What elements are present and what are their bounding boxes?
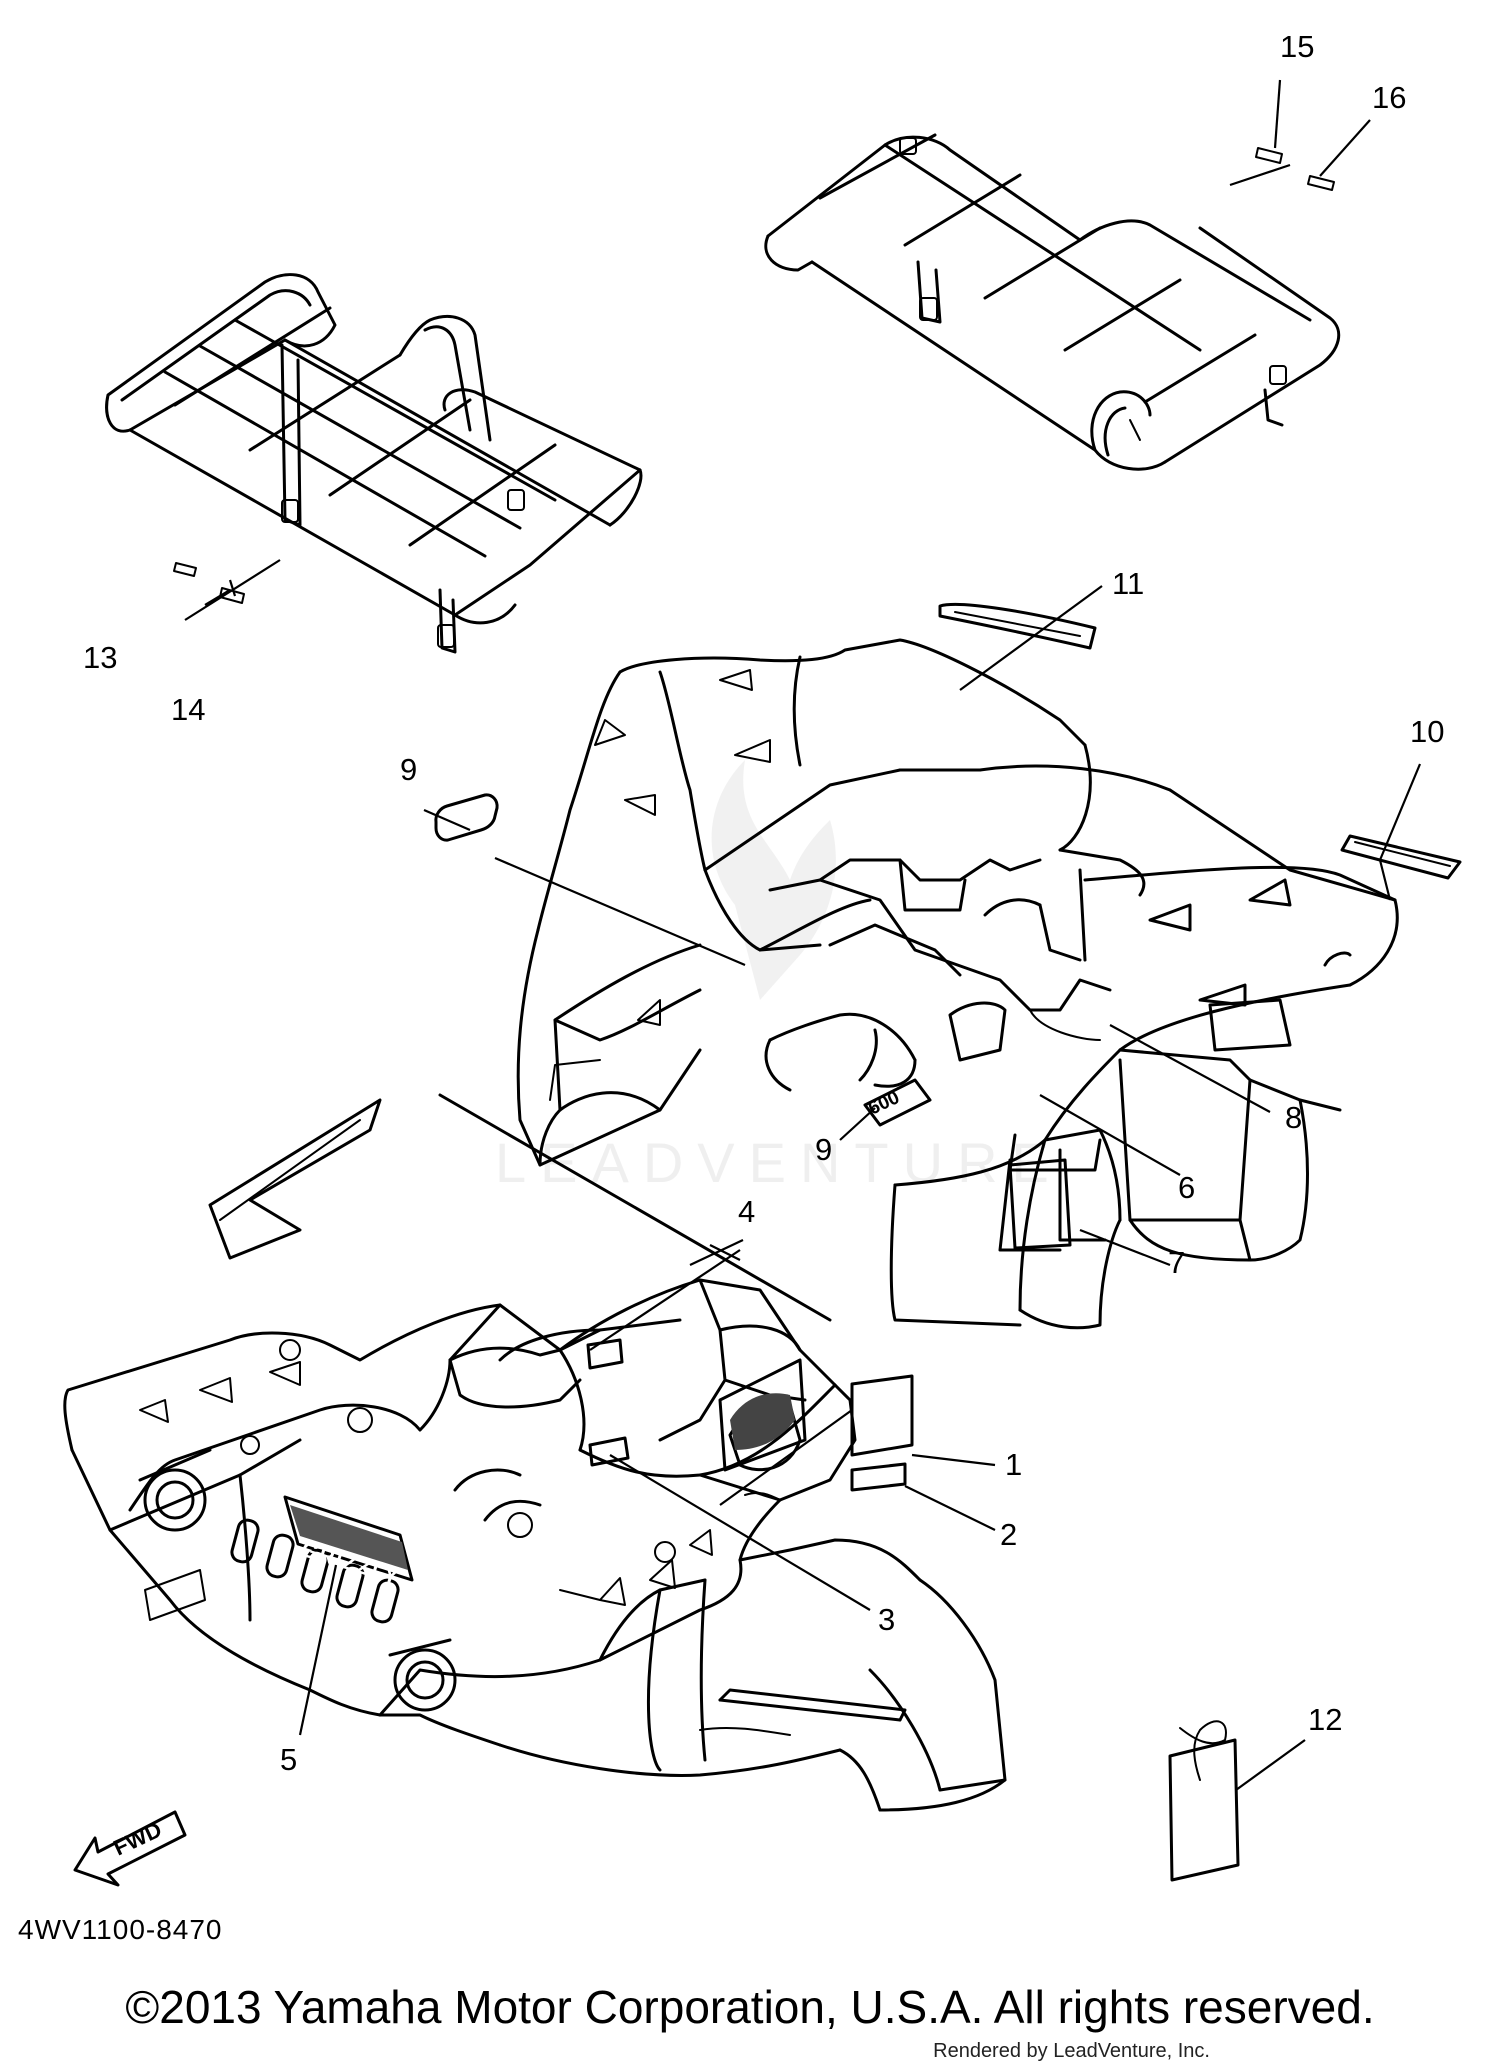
badge-600-decal[interactable]: 600 bbox=[863, 1078, 932, 1127]
watermark-text: LEADVENTURE bbox=[495, 1131, 1063, 1194]
callout-7: 7 bbox=[1168, 1245, 1185, 1280]
rendered-by-notice: Rendered by LeadVenture, Inc. bbox=[933, 2040, 1210, 2062]
callout-13: 13 bbox=[83, 640, 117, 675]
callout-4: 4 bbox=[738, 1194, 755, 1229]
rack-decal-15[interactable] bbox=[1255, 147, 1283, 164]
copyright-notice: ©2013 Yamaha Motor Corporation, U.S.A. A… bbox=[125, 1981, 1375, 2033]
decal-part-11[interactable] bbox=[938, 602, 1097, 650]
leadventure-watermark: LEADVENTURE bbox=[495, 760, 1063, 1194]
callout-2: 2 bbox=[1000, 1517, 1017, 1552]
decal-part-9-upper[interactable] bbox=[434, 793, 499, 842]
decal-part-10[interactable] bbox=[1340, 834, 1462, 880]
rack-decal-13[interactable] bbox=[173, 562, 197, 577]
part-code-label: 4WV1100-8470 bbox=[18, 1914, 223, 1945]
side-grizzly-decal[interactable] bbox=[718, 1358, 807, 1472]
label-part-3[interactable] bbox=[588, 1436, 630, 1467]
fwd-label: FWD bbox=[110, 1817, 166, 1861]
callout-1: 1 bbox=[1005, 1447, 1022, 1482]
callout-14: 14 bbox=[171, 692, 205, 727]
callout-15: 15 bbox=[1280, 29, 1314, 64]
callout-16: 16 bbox=[1372, 80, 1406, 115]
callout-12: 12 bbox=[1308, 1702, 1342, 1737]
fwd-arrow-icon: FWD bbox=[73, 1810, 187, 1887]
callout-3: 3 bbox=[878, 1602, 895, 1637]
badge-600-text: 600 bbox=[865, 1087, 903, 1119]
decal-part-7[interactable] bbox=[1008, 1158, 1072, 1250]
rack-decal-16[interactable] bbox=[1307, 175, 1335, 191]
callout-10: 10 bbox=[1410, 714, 1444, 749]
front-carrier-rack[interactable] bbox=[105, 273, 643, 654]
front-fender-decal-sheet[interactable] bbox=[208, 1093, 832, 1322]
callout-5: 5 bbox=[280, 1742, 297, 1777]
hang-tag-part-12[interactable] bbox=[1168, 1720, 1240, 1882]
leader-lines bbox=[184, 79, 1422, 1791]
label-part-1[interactable] bbox=[850, 1374, 914, 1457]
callout-6: 6 bbox=[1178, 1170, 1195, 1205]
rear-fender[interactable] bbox=[516, 638, 1399, 1330]
callout-11: 11 bbox=[1112, 566, 1144, 601]
callout-9-lower: 9 bbox=[815, 1132, 832, 1167]
callout-9-upper: 9 bbox=[400, 752, 417, 787]
rack-decal-14[interactable] bbox=[219, 587, 245, 604]
callout-8: 8 bbox=[1285, 1100, 1302, 1135]
label-part-2[interactable] bbox=[850, 1462, 907, 1492]
front-fender[interactable] bbox=[63, 1278, 1007, 1812]
callout-numbers: 1 2 3 4 5 6 7 8 9 9 10 11 12 13 14 15 16 bbox=[83, 29, 1444, 1777]
rear-carrier-rack[interactable] bbox=[764, 133, 1341, 471]
